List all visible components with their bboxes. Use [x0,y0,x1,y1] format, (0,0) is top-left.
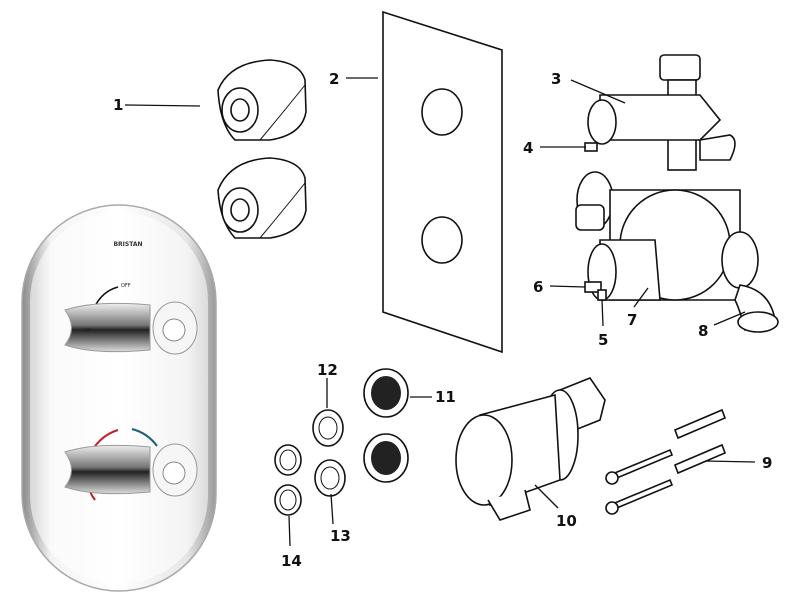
label-13: 13 [330,527,351,545]
label-11: 11 [435,388,456,406]
shower-faceplate: BRISTAN OFF ON [21,204,217,592]
label-6: 6 [533,278,543,296]
flow-control-knob: OFF ON [64,283,198,355]
label-9: 9 [762,454,772,472]
label-8: 8 [698,322,708,340]
label-7: 7 [627,311,637,329]
label-3: 3 [551,70,561,88]
part-1-handles [217,59,307,239]
label-12: 12 [317,361,338,379]
part-number-labels: 1 2 3 4 5 6 7 8 9 10 11 12 13 14 [113,70,772,570]
part-2-backplate [382,10,503,354]
seals-and-filters [274,368,409,516]
leader-lines [124,77,756,547]
temperature-knob [64,428,198,501]
label-4: 4 [523,139,533,157]
cold-arc [131,428,158,447]
label-14: 14 [281,552,302,570]
label-1: 1 [113,96,123,114]
part-5-clip [597,289,607,301]
brand-logo: BRISTAN [113,241,142,248]
label-5: 5 [598,331,608,349]
on-label: ON [84,328,92,334]
label-10: 10 [556,512,577,530]
part-10-wall-outlet [455,377,606,521]
label-2: 2 [329,70,339,88]
part-9-screws-plugs [605,408,727,515]
part-4-spindle [584,142,598,152]
valve-body [575,54,779,333]
off-label: OFF [121,283,131,289]
